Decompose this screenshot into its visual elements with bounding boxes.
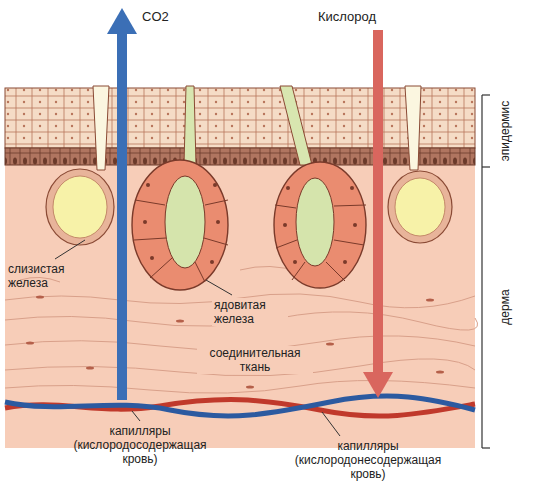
oxygen-arrow: [373, 30, 383, 375]
co2-arrowhead: [107, 8, 137, 34]
part-label: ядовитая железа: [212, 298, 288, 326]
part-label: слизистая железа: [8, 262, 80, 290]
poison-gland: [132, 160, 366, 290]
epidermis-basal: [5, 148, 475, 165]
layer-label: эпидермис: [498, 101, 512, 162]
layer-label: дерма: [498, 289, 512, 324]
part-label: капилляры (кислородосодержащая кровь): [65, 424, 215, 466]
part-label: соединительная ткань: [197, 346, 313, 374]
mucous-gland: [46, 169, 452, 245]
connective-fibres: [5, 266, 478, 393]
leader-lines: [55, 240, 340, 436]
gas-label: CO2: [142, 10, 169, 24]
dermis: [5, 165, 475, 448]
layer-brackets: [482, 95, 490, 448]
oxygen-arrowhead: [363, 372, 393, 398]
gland-ducts: [93, 86, 421, 170]
epidermis-upper: [5, 88, 475, 148]
part-label: капилляры (кислородонесодержащая кровь): [284, 439, 452, 481]
co2-arrow: [117, 32, 127, 400]
capillary-deoxygenated: [5, 396, 475, 416]
gas-label: Кислород: [318, 10, 376, 24]
